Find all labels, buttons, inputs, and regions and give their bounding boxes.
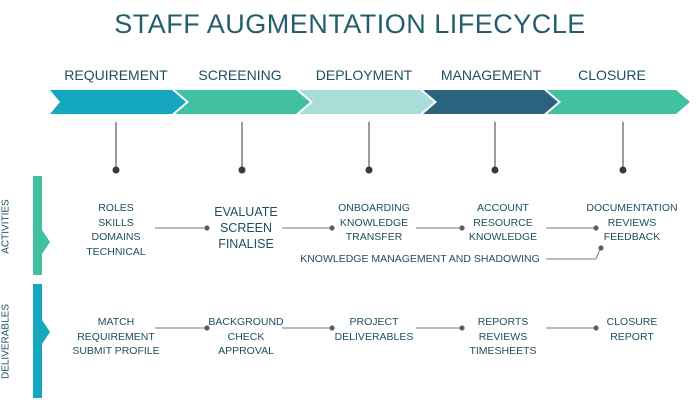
activity-deployment: ONBOARDING KNOWLEDGE TRANSFER xyxy=(338,202,410,243)
phase-chevron-requirement xyxy=(50,90,186,114)
phase-label-deployment: DEPLOYMENT xyxy=(315,67,413,83)
deliverables-bar xyxy=(33,284,50,398)
diagram-title: STAFF AUGMENTATION LIFECYCLE xyxy=(114,9,586,39)
row-label-deliverables: DELIVERABLES xyxy=(0,303,12,380)
phase-chevron-closure xyxy=(547,90,690,114)
activity-connectors xyxy=(155,225,604,260)
activity-screening: EVALUATE SCREEN FINALISE xyxy=(214,205,278,251)
phase-label-requirement: REQUIREMENT xyxy=(64,67,168,83)
activity-closure: DOCUMENTATION REVIEWS FEEDBACK xyxy=(586,202,678,243)
deliverable-deployment: PROJECT DELIVERABLES xyxy=(334,316,414,343)
activities-bar xyxy=(33,176,50,275)
phase-label-closure: CLOSURE xyxy=(578,67,646,83)
phase-chevron-management xyxy=(423,90,558,114)
phase-chevron-deployment xyxy=(299,90,434,114)
deliverable-requirement: MATCH REQUIREMENT SUBMIT PROFILE xyxy=(72,316,160,357)
activity-requirement: ROLES SKILLS DOMAINS TECHNICAL xyxy=(86,202,146,258)
row-label-activities: ACTIVITIES xyxy=(0,199,12,254)
phase-chevron-screening xyxy=(175,90,310,114)
activity-knowledge-shadowing: KNOWLEDGE MANAGEMENT AND SHADOWING xyxy=(300,253,540,265)
phase-label-management: MANAGEMENT xyxy=(440,67,542,83)
phase-label-screening: SCREENING xyxy=(198,67,282,83)
deliverable-connectors xyxy=(155,325,599,331)
activity-management: ACCOUNT RESOURCE KNOWLEDGE xyxy=(468,202,538,243)
deliverable-management: REPORTS REVIEWS TIMESHEETS xyxy=(469,316,537,357)
deliverable-screening: BACKGROUND CHECK APPROVAL xyxy=(208,316,284,357)
deliverable-closure: CLOSURE REPORT xyxy=(606,316,658,343)
phase-pins xyxy=(112,122,627,174)
